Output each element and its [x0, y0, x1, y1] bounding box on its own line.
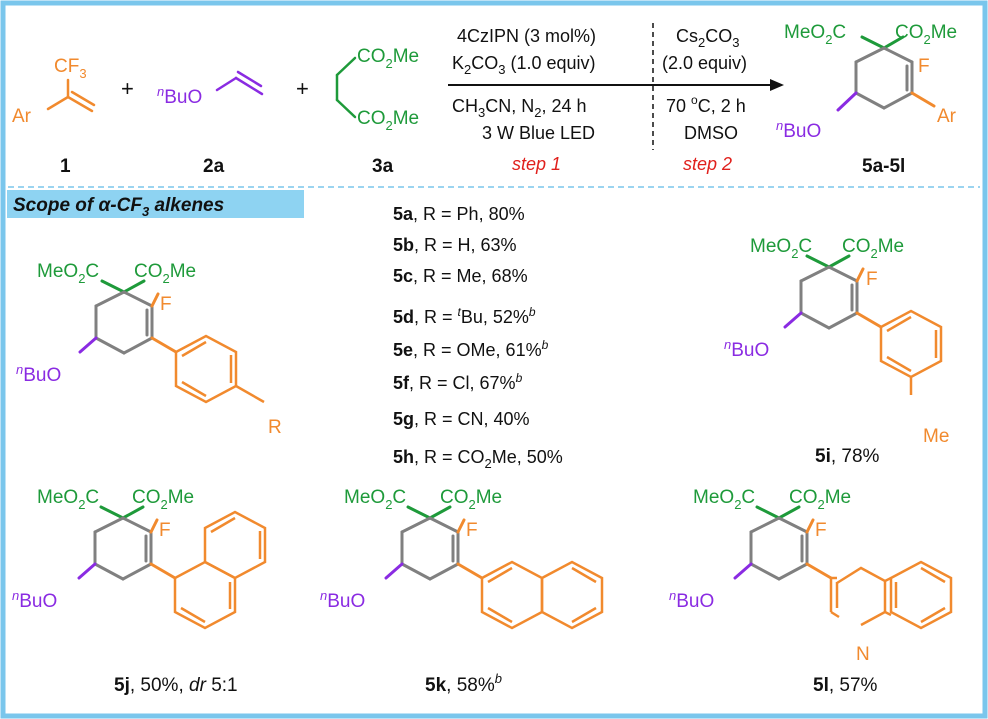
- product-aryl: Ar: [937, 106, 957, 127]
- compound-5k-ester-left: MeO2C: [344, 487, 406, 512]
- product-ester-left: MeO2C: [784, 22, 846, 47]
- reactant-3a-label: 3a: [372, 156, 394, 177]
- svg-text:CH3CN, N2, 24 h: CH3CN, N2, 24 h: [452, 96, 587, 120]
- compound-5k-caption: 5k, 58%b: [425, 671, 502, 696]
- compound-5l-nitrogen: N: [856, 644, 870, 665]
- compound-5j-caption: 5j, 50%, dr 5:1: [114, 675, 238, 696]
- scope-banner: [7, 190, 304, 218]
- svg-text:K2CO3 (1.0 equiv): K2CO3 (1.0 equiv): [452, 53, 596, 77]
- reactant-1-label: 1: [60, 156, 71, 177]
- compound-generic-r: R: [268, 417, 282, 438]
- reactant-2a-label: 2a: [203, 156, 225, 177]
- svg-text:70 oC, 2 h: 70 oC, 2 h: [666, 93, 746, 116]
- svg-text:DMSO: DMSO: [684, 123, 738, 143]
- compound-generic: [78, 279, 265, 404]
- compound-5i-methyl: Me: [923, 426, 949, 447]
- compound-5l-ester-left: MeO2C: [693, 487, 755, 512]
- reactant-2a-bonds: [215, 70, 264, 96]
- compound-5j-butoxy: nBuO: [12, 588, 57, 612]
- compound-5j-ester-right: CO2Me: [132, 487, 194, 512]
- compound-generic-ester-left: MeO2C: [37, 261, 99, 286]
- compound-5l-caption: 5l, 57%: [813, 675, 878, 696]
- compound-5i-fluorine: F: [866, 269, 878, 290]
- step-2-label: step 2: [683, 154, 732, 174]
- reactant-2a-formula: nBuO: [157, 84, 202, 108]
- list-item: 5e, R = OMe, 61%b: [393, 338, 549, 360]
- svg-text:3 W Blue LED: 3 W Blue LED: [482, 123, 595, 143]
- compound-5i-butoxy: nBuO: [724, 337, 769, 361]
- compound-5l-butoxy: nBuO: [669, 588, 714, 612]
- compound-5k-butoxy: nBuO: [320, 588, 365, 612]
- compound-5k-ester-right: CO2Me: [440, 487, 502, 512]
- plus-sign-1: +: [121, 76, 134, 101]
- reactant-3a-bonds: [335, 56, 357, 119]
- svg-text:(2.0 equiv): (2.0 equiv): [662, 53, 747, 73]
- compound-5j-fluorine: F: [159, 520, 171, 541]
- reactant-3a-top-ester: CO2Me: [357, 46, 419, 71]
- reaction-arrow: [448, 23, 784, 150]
- step-1-label: step 1: [512, 154, 561, 174]
- compound-5i-ester-left: MeO2C: [750, 236, 812, 261]
- list-item: 5h, R = CO2Me, 50%: [393, 447, 563, 471]
- compound-5k-fluorine: F: [466, 520, 478, 541]
- product-fluorine: F: [918, 56, 930, 77]
- compound-5i-caption: 5i, 78%: [815, 446, 880, 467]
- svg-text:4CzIPN (3 mol%): 4CzIPN (3 mol%): [457, 26, 596, 46]
- svg-text:Cs2CO3: Cs2CO3: [676, 26, 739, 50]
- compound-5l-fluorine: F: [815, 520, 827, 541]
- reactant-1-ar: Ar: [12, 106, 32, 127]
- step-1-conditions: 4CzIPN (3 mol%) K2CO3 (1.0 equiv) CH3CN,…: [452, 26, 596, 174]
- compound-5i-ester-right: CO2Me: [842, 236, 904, 261]
- compound-5i: [783, 254, 943, 395]
- reactant-1: [46, 78, 96, 113]
- step-2-conditions: Cs2CO3 (2.0 equiv) 70 oC, 2 h DMSO step …: [662, 26, 747, 174]
- list-item: 5f, R = Cl, 67%b: [393, 371, 523, 393]
- compound-generic-ester-right: CO2Me: [134, 261, 196, 286]
- substituent-list: 5a, R = Ph, 80% 5b, R = H, 63% 5c, R = M…: [393, 204, 563, 471]
- list-item: 5b, R = H, 63%: [393, 235, 517, 255]
- scope-banner-text: Scope of α-CF3 alkenes: [13, 195, 224, 219]
- compound-5j: [77, 505, 267, 630]
- reactant-3a-bottom-ester: CO2Me: [357, 108, 419, 133]
- list-item: 5c, R = Me, 68%: [393, 266, 528, 286]
- compound-generic-fluorine: F: [160, 294, 172, 315]
- product-label: 5a-5l: [862, 156, 905, 177]
- list-item: 5g, R = CN, 40%: [393, 409, 530, 429]
- list-item: 5a, R = Ph, 80%: [393, 204, 525, 224]
- compound-5l: [733, 505, 953, 630]
- product-scaffold: [836, 35, 936, 112]
- compound-generic-butoxy: nBuO: [16, 362, 61, 386]
- product-butoxy: nBuO: [776, 118, 821, 142]
- compound-5j-ester-left: MeO2C: [37, 487, 99, 512]
- list-item: 5d, R = tBu, 52%b: [393, 305, 536, 327]
- product-ester-right: CO2Me: [895, 22, 957, 47]
- compound-5k: [384, 505, 604, 630]
- compound-5l-ester-right: CO2Me: [789, 487, 851, 512]
- plus-sign-2: +: [296, 76, 309, 101]
- reactant-1-cf3: CF3: [54, 56, 87, 81]
